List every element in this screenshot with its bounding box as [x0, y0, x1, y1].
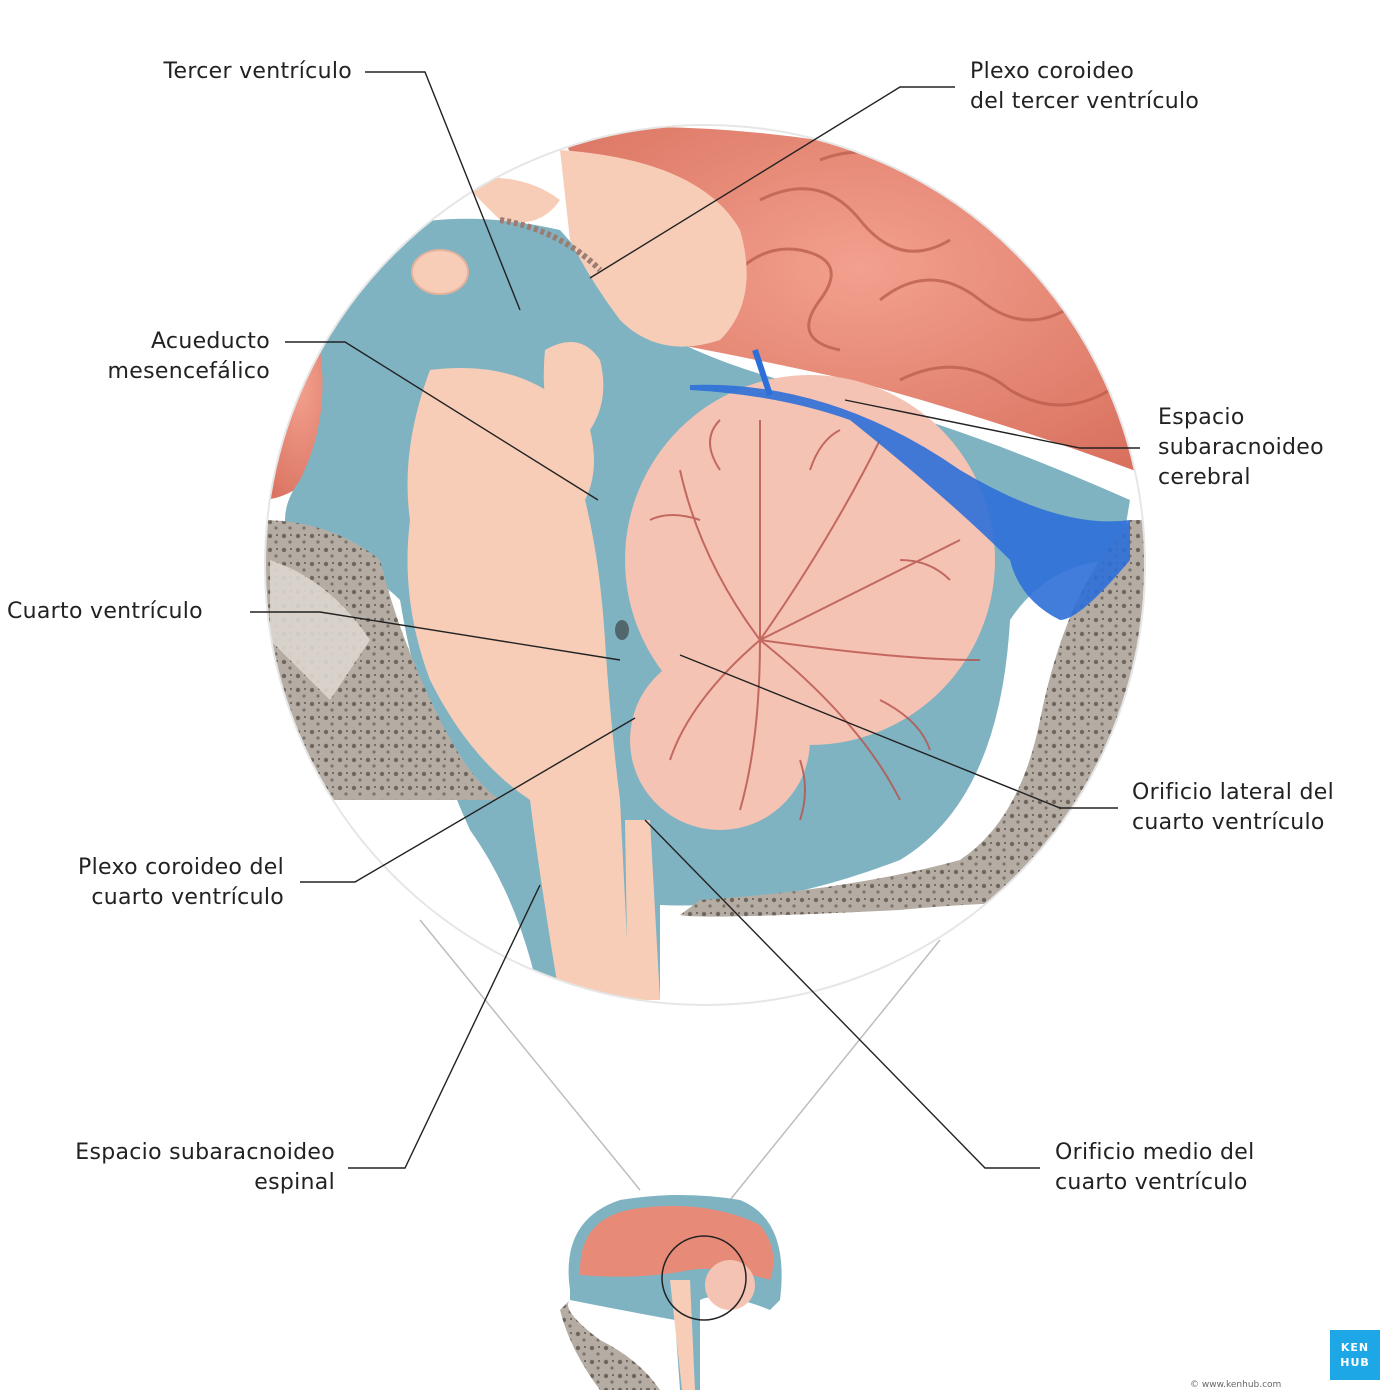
- choroid-plexus-third: [499, 217, 603, 273]
- label-acueducto-mesencefalico: Acueducto mesencefálico: [107, 329, 270, 384]
- label-cuarto-ventriculo: Cuarto ventrículo: [7, 599, 203, 624]
- zoom-cone: [419, 919, 941, 1201]
- label-plexo-coroideo-tercer: Plexo coroideo del tercer ventrículo: [970, 59, 1200, 114]
- occipital-bone: [680, 520, 1145, 917]
- label-plexo-coroideo-cuarto: Plexo coroideo del cuarto ventrículo: [78, 855, 284, 910]
- mini-brain: [560, 1195, 782, 1390]
- label-orificio-lateral: Orificio lateral del cuarto ventrículo: [1132, 780, 1334, 835]
- cerebellum: [625, 375, 995, 830]
- label-tercer-ventriculo: Tercer ventrículo: [163, 59, 352, 84]
- venous-sinus: [690, 384, 1130, 620]
- midbrain-tectum: [543, 342, 604, 500]
- fourth-ventricle: [615, 620, 629, 640]
- label-espacio-subaracnoideo-espinal: Espacio subaracnoideo espinal: [75, 1140, 335, 1195]
- label-espacio-subaracnoideo-cerebral: Espacio subaracnoideo cerebral: [1158, 405, 1324, 490]
- copyright-credit: © www.kenhub.com: [1190, 1380, 1282, 1390]
- spinal-cord: [625, 820, 660, 1000]
- label-orificio-medio: Orificio medio del cuarto ventrículo: [1055, 1140, 1255, 1195]
- zoom-circle: [265, 125, 1145, 1005]
- brainstem: [407, 368, 630, 1000]
- kenhub-logo: KEN HUB: [1330, 1330, 1380, 1380]
- thalamus: [560, 150, 747, 347]
- leader-lines: [250, 71, 1140, 1169]
- interthalamic-adhesion: [411, 249, 469, 295]
